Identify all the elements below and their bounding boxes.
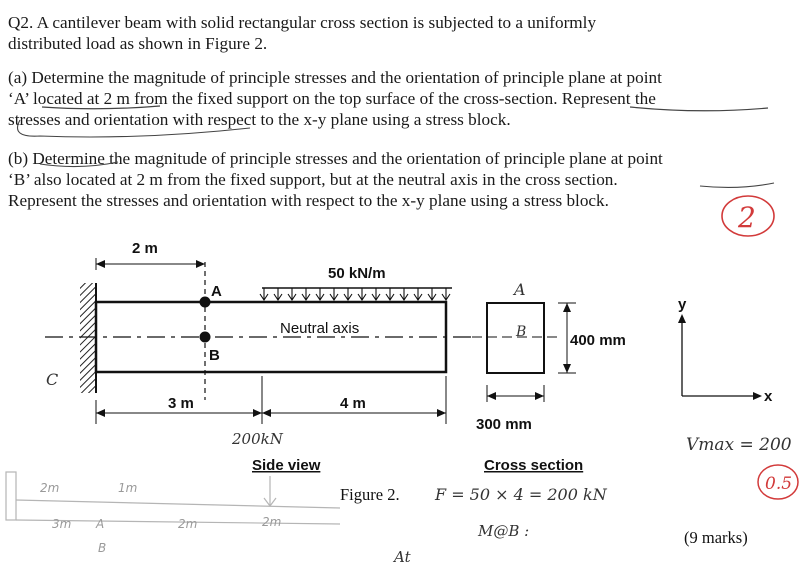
hand-underline-section — [699, 182, 775, 188]
pencil-label-4: A — [95, 517, 104, 531]
dim-label-4m: 4 m — [340, 395, 366, 412]
hand-loop-stresses — [16, 119, 251, 138]
dim-label-3m: 3 m — [168, 395, 194, 412]
point-b-dot — [199, 331, 211, 343]
red-score-text: 2 — [737, 201, 756, 234]
point-a-label: A — [211, 283, 222, 300]
point-b-label: B — [209, 347, 220, 364]
marks-label: (9 marks) — [684, 528, 748, 547]
part-b-line-1: (b) Determine the magnitude of principle… — [8, 149, 663, 168]
pencil-label-2: 1m — [118, 481, 137, 495]
dim-label-400mm: 400 mm — [570, 332, 626, 349]
pencil-label-6: 2m — [262, 515, 281, 529]
hand-underline-represent — [629, 106, 769, 112]
figure-caption: Figure 2. — [340, 485, 400, 504]
part-a-text: (a) Determine the magnitude of principle… — [8, 67, 768, 130]
x-axis-label: x — [764, 388, 773, 405]
dim-label-300mm: 300 mm — [476, 416, 532, 433]
question-heading: Q2. A cantilever beam with solid rectang… — [8, 12, 768, 54]
part-a-line-1: (a) Determine the magnitude of principle… — [8, 68, 662, 87]
cross-section-rect — [486, 302, 545, 374]
hand-vmax: Vmax = 200 — [686, 435, 792, 455]
part-b-text: (b) Determine the magnitude of principle… — [8, 148, 768, 211]
y-axis-label: y — [678, 296, 687, 313]
neutral-axis-label: Neutral axis — [280, 320, 359, 337]
hand-at: At — [392, 548, 412, 562]
hand-c-note: C — [46, 370, 58, 389]
fixed-support-wall — [80, 283, 96, 393]
part-b-line-2: ‘B’ also located at 2 m from the fixed s… — [8, 170, 618, 189]
red-score-circle-2 — [757, 464, 799, 500]
hand-underline-determine — [39, 161, 119, 168]
pencil-label-7: B — [98, 541, 106, 555]
hand-moment-b: M@B : — [477, 522, 529, 540]
heading-line-2: distributed load as shown in Figure 2. — [8, 34, 268, 53]
hand-underline-located — [41, 105, 161, 110]
pencil-label-5: 2m — [178, 517, 197, 531]
part-a-line-2: ‘A’ located at 2 m from the fixed suppor… — [8, 89, 656, 108]
pencil-label-1: 2m — [40, 481, 59, 495]
dim-label-2m: 2 m — [132, 240, 158, 257]
side-view-label: Side view — [252, 457, 321, 474]
heading-line-1: Q2. A cantilever beam with solid rectang… — [8, 13, 597, 32]
hand-a-top: A — [512, 280, 526, 299]
cross-section-label: Cross section — [484, 457, 583, 474]
hand-force-eq: F = 50 × 4 = 200 kN — [434, 485, 608, 504]
hand-b-cs: B — [515, 324, 526, 340]
udl-arrows — [259, 288, 451, 301]
point-a-dot — [199, 296, 211, 308]
part-b-line-3: Represent the stresses and orientation w… — [8, 191, 609, 210]
red-score-circle — [721, 195, 775, 237]
hand-200kn: 200kN — [231, 430, 284, 448]
udl-label: 50 kN/m — [328, 265, 386, 282]
part-a-line-3: stresses and orientation with respect to… — [8, 110, 511, 129]
red-score-text-2: 0.5 — [765, 474, 792, 494]
pencil-sketch — [5, 471, 341, 525]
pencil-label-3: 3m — [52, 517, 71, 531]
